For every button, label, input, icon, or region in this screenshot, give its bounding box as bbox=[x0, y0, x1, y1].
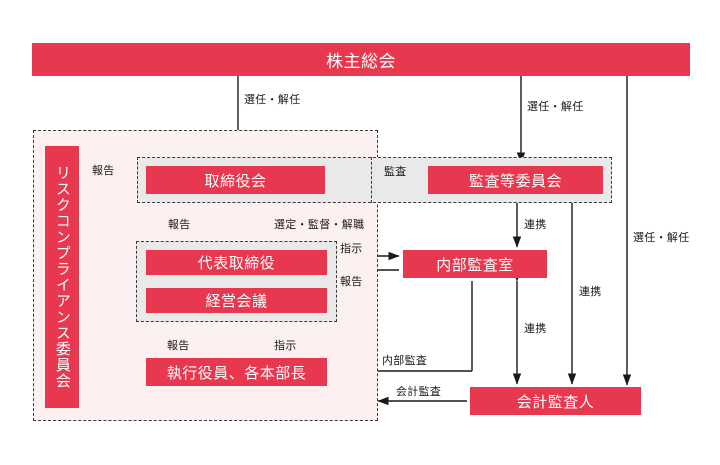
accounting-auditor-box: 会計監査人 bbox=[470, 387, 641, 415]
label-select-supervise-dismiss: 選定・監督・解職 bbox=[274, 219, 365, 231]
label-instruction-to-executives: 指示 bbox=[274, 340, 297, 352]
label-report-from-committee: 報告 bbox=[92, 165, 115, 177]
label-cooperation-audit-accounting: 連携 bbox=[579, 286, 602, 298]
label-accounting-audit: 会計監査 bbox=[396, 386, 442, 398]
risk-compliance-committee-box: リスクコンプライアンス委員会 bbox=[45, 146, 79, 408]
label-report-from-executives: 報告 bbox=[167, 340, 190, 352]
label-appoint-dismiss-audit: 選任・解任 bbox=[527, 101, 584, 113]
label-appoint-dismiss-accounting: 選任・解任 bbox=[633, 232, 690, 244]
label-internal-audit: 内部監査 bbox=[382, 355, 428, 367]
executive-officers-box: 執行役員、各本部長 bbox=[146, 358, 327, 386]
representative-director-box: 代表取締役 bbox=[146, 250, 327, 275]
label-cooperation-internal-accounting: 連携 bbox=[524, 323, 547, 335]
shareholders-meeting-box: 株主総会 bbox=[32, 43, 690, 76]
label-appoint-dismiss-board: 選任・解任 bbox=[244, 94, 301, 106]
internal-audit-office-box: 内部監査室 bbox=[403, 250, 547, 278]
audit-committee-box: 監査等委員会 bbox=[428, 166, 603, 194]
label-audit-to-board: 監査 bbox=[384, 166, 407, 178]
label-cooperation-audit-internal: 連携 bbox=[524, 219, 547, 231]
board-of-directors-box: 取締役会 bbox=[146, 166, 325, 194]
management-meeting-box: 経営会議 bbox=[146, 288, 327, 313]
board-audit-divider bbox=[371, 157, 372, 203]
label-instruction-internal-audit: 指示 bbox=[340, 243, 363, 255]
label-report-to-board: 報告 bbox=[168, 219, 191, 231]
label-report-internal-audit: 報告 bbox=[340, 276, 363, 288]
